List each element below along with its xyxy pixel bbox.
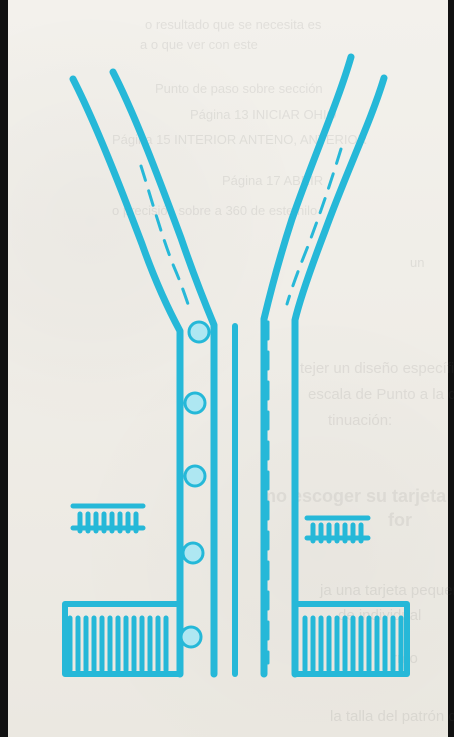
right-waist-ribbing: [313, 525, 361, 541]
left-hem-ribbing: [70, 618, 166, 670]
button-set: [181, 322, 209, 647]
right-center-dashed-line: [287, 149, 341, 304]
right-hem-ribbing: [305, 618, 401, 670]
button-1: [189, 322, 209, 342]
left-panel-inner-edge: [113, 72, 214, 674]
button-5: [181, 627, 201, 647]
right-panel-outer-edge: [264, 57, 351, 674]
left-panel-outer-edge: [73, 79, 180, 674]
button-4: [183, 543, 203, 563]
button-3: [185, 466, 205, 486]
left-lower-body-outline: [65, 604, 180, 674]
button-2: [185, 393, 205, 413]
